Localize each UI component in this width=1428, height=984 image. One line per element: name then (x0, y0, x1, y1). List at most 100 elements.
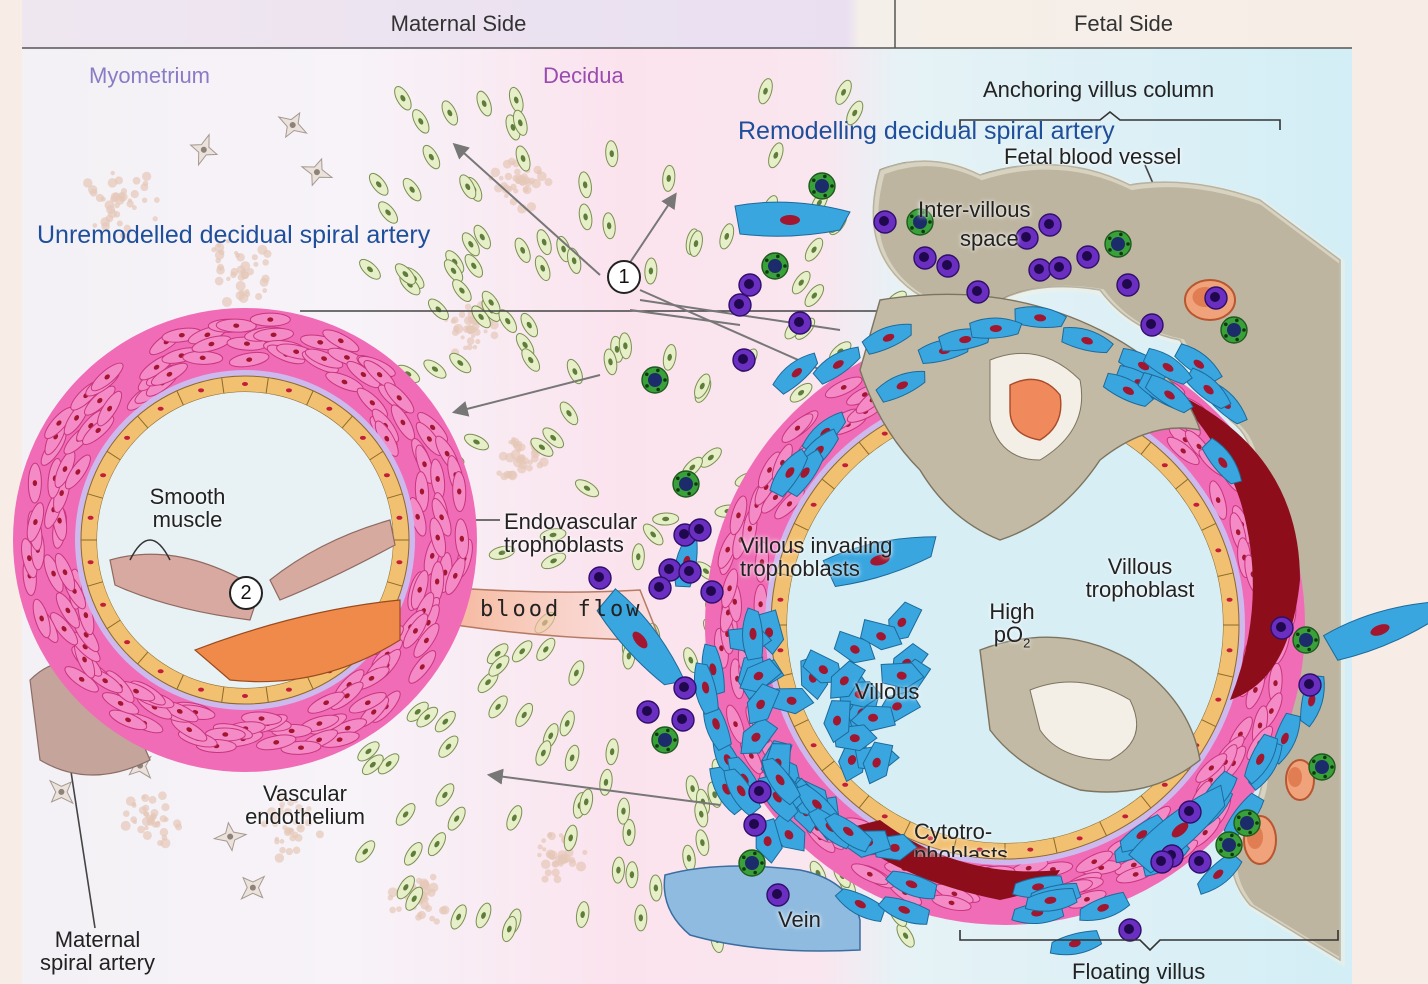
nucleus-icon (124, 436, 130, 440)
nucleus-icon (286, 388, 292, 392)
blood-flow-label: blood flow (480, 597, 642, 622)
nucleus-icon (811, 743, 817, 747)
immune-cell-icon (679, 561, 701, 583)
immune-cell-icon (733, 349, 755, 371)
immune-cell-icon (1151, 851, 1173, 873)
nucleus-icon (1227, 648, 1233, 652)
nucleus-icon (396, 516, 402, 520)
smooth-muscle-cell-icon (28, 463, 42, 503)
invading-line1: Villous invading (740, 534, 892, 557)
immune-cell-icon (1141, 314, 1163, 336)
immune-cell-icon (689, 519, 711, 541)
header-maternal-side: Maternal Side (22, 0, 895, 48)
immune-cell-icon (767, 884, 789, 906)
decidua-label: Decidua (543, 64, 624, 87)
myometrium-label: Myometrium (89, 64, 210, 87)
nucleus-icon (777, 648, 783, 652)
spindle-cell-icon (635, 905, 647, 931)
nk-cell-icon (762, 253, 788, 279)
nucleus-icon (88, 516, 94, 520)
immune-cell-icon (1205, 287, 1227, 309)
nucleus-icon (100, 603, 106, 607)
remodelling-title: Remodelling decidual spiral artery (738, 118, 1115, 144)
nk-cell-icon (739, 850, 765, 876)
nucleus-icon (1162, 463, 1168, 467)
nucleus-icon (158, 669, 164, 673)
nucleus-icon (1193, 503, 1199, 507)
immune-cell-icon (1189, 851, 1211, 873)
immune-cell-icon (874, 211, 896, 233)
immune-cell-icon (589, 567, 611, 589)
nucleus-icon (882, 432, 888, 436)
nucleus-icon (198, 688, 204, 692)
immune-cell-icon (1029, 259, 1051, 281)
nucleus-icon (326, 407, 332, 411)
endovascular-line2: trophoblasts (504, 533, 637, 556)
villous-trophoblast-line1: Villous (1070, 555, 1210, 578)
smooth-muscle-line2: muscle (140, 508, 235, 531)
po2-label: pO2 (980, 623, 1044, 650)
villous-trophoblast-label: Villous trophoblast (1070, 555, 1210, 601)
nucleus-icon (88, 560, 94, 564)
nucleus-icon (100, 473, 106, 477)
immune-cell-icon (1119, 919, 1141, 941)
cytotrophoblasts-line2: phoblasts (914, 843, 1008, 857)
cytotrophoblasts-label: Cytotro- phoblasts (914, 820, 1008, 857)
immune-cell-icon (674, 677, 696, 699)
po2-subscript: 2 (1023, 635, 1030, 650)
high-label: High (980, 600, 1044, 623)
marker-1: 1 (607, 260, 641, 294)
nucleus-icon (882, 814, 888, 818)
immune-cell-icon (937, 255, 959, 277)
maternal-side-label: Maternal Side (391, 11, 527, 37)
maternal-spiral-artery-line2: spiral artery (30, 951, 165, 974)
unremodelled-artery (13, 308, 477, 772)
nucleus-icon (396, 560, 402, 564)
nk-cell-icon (1105, 231, 1131, 257)
nucleus-icon (777, 598, 783, 602)
nk-cell-icon (1221, 317, 1247, 343)
villous-label: Villous (855, 680, 919, 703)
immune-cell-icon (967, 281, 989, 303)
high-po2-label: High pO2 (980, 600, 1044, 650)
immune-cell-icon (1016, 227, 1038, 249)
floating-villus-label: Floating villus (1072, 960, 1205, 984)
nucleus-icon (1162, 783, 1168, 787)
immune-cell-icon (637, 701, 659, 723)
immune-cell-icon (1049, 257, 1071, 279)
nucleus-icon (1215, 548, 1221, 552)
nucleus-icon (158, 407, 164, 411)
smooth-muscle-label: Smooth muscle (140, 485, 235, 531)
spindle-cell-icon (626, 862, 639, 888)
nucleus-icon (1215, 698, 1221, 702)
immune-cell-icon (914, 247, 936, 269)
nucleus-icon (1122, 814, 1128, 818)
immune-cell-icon (649, 577, 671, 599)
fetal-blood-vessel-label: Fetal blood vessel (1004, 145, 1181, 168)
vascular-endothelium-line1: Vascular (230, 782, 380, 805)
vascular-endothelium-line2: endothelium (230, 805, 380, 828)
header-fetal-side: Fetal Side (895, 0, 1352, 48)
nk-cell-icon (642, 367, 668, 393)
vein-label: Vein (778, 908, 821, 931)
nucleus-icon (242, 694, 248, 698)
nucleus-icon (811, 503, 817, 507)
immune-cell-icon (672, 709, 694, 731)
villous-trophoblast-line2: trophoblast (1070, 578, 1210, 601)
nucleus-icon (842, 463, 848, 467)
immune-cell-icon (701, 581, 723, 603)
immune-cell-icon (739, 274, 761, 296)
immune-cell-icon (749, 781, 771, 803)
vascular-endothelium-label: Vascular endothelium (230, 782, 380, 828)
smooth-muscle-line1: Smooth (140, 485, 235, 508)
immune-cell-icon (744, 814, 766, 836)
nucleus-icon (124, 640, 130, 644)
immune-cell-icon (1299, 674, 1321, 696)
inter-villous-label-line1: Inter-villous (918, 198, 1030, 221)
nk-cell-icon (1234, 810, 1260, 836)
cytotrophoblasts-line1: Cytotro- (914, 820, 1008, 843)
nk-cell-icon (809, 173, 835, 199)
anchoring-villus-column-label: Anchoring villus column (983, 78, 1214, 101)
nk-cell-icon (1309, 754, 1335, 780)
nucleus-icon (842, 783, 848, 787)
